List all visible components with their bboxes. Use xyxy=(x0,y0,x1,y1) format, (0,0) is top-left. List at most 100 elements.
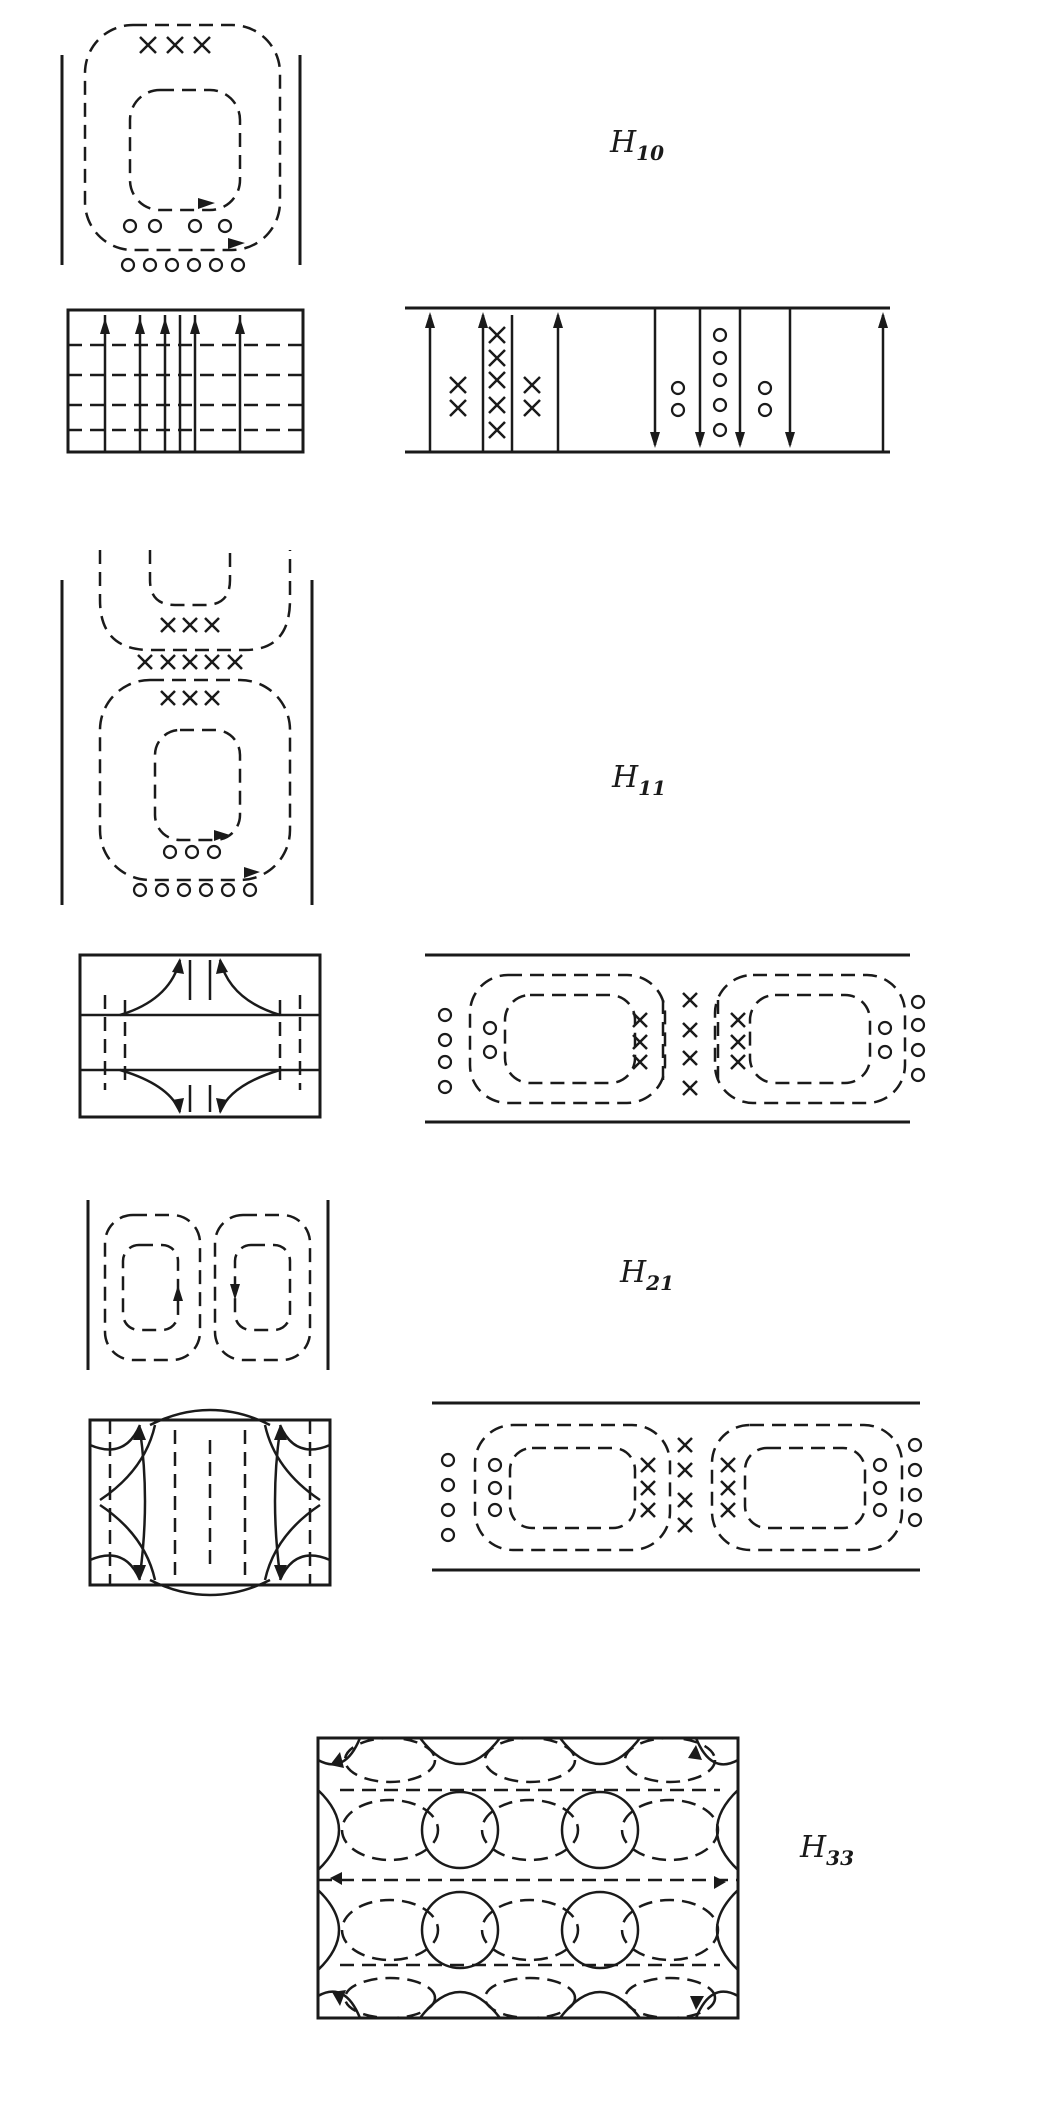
field-into-page-cross xyxy=(160,654,176,670)
field-out-of-page-circle xyxy=(220,882,236,898)
h21-top-cross-3 xyxy=(720,1457,736,1518)
field-out-of-page-circle xyxy=(872,1502,888,1518)
h11-circle-row-outer xyxy=(132,882,258,898)
field-out-of-page-circle xyxy=(712,397,728,413)
field-out-of-page-circle xyxy=(910,1042,926,1058)
field-into-page-cross xyxy=(677,1492,693,1508)
field-out-of-page-circle xyxy=(487,1457,503,1473)
field-into-page-cross xyxy=(182,654,198,670)
field-into-page-cross xyxy=(488,421,506,439)
field-into-page-cross xyxy=(160,690,176,706)
h33-cross-section xyxy=(316,1736,740,2020)
field-out-of-page-circle xyxy=(187,218,203,234)
field-into-page-cross xyxy=(632,1054,648,1070)
field-into-page-cross xyxy=(160,617,176,633)
h11-top-circle-left xyxy=(437,1007,453,1095)
field-into-page-cross xyxy=(677,1437,693,1453)
h10-top-circle-b xyxy=(712,327,728,438)
field-out-of-page-circle xyxy=(907,1462,923,1478)
field-out-of-page-circle xyxy=(907,1437,923,1453)
h21-top-cross-1 xyxy=(640,1457,656,1518)
h10-top-cross-c xyxy=(523,376,541,417)
field-out-of-page-circle xyxy=(440,1452,456,1468)
field-into-page-cross xyxy=(720,1502,736,1518)
field-out-of-page-circle xyxy=(198,882,214,898)
h10-top-cross-b xyxy=(488,326,506,439)
field-out-of-page-circle xyxy=(437,1032,453,1048)
field-out-of-page-circle xyxy=(440,1502,456,1518)
h10-cross-section xyxy=(66,308,305,454)
field-out-of-page-circle xyxy=(437,1007,453,1023)
field-out-of-page-circle xyxy=(437,1054,453,1070)
h11-circle-row-inner xyxy=(162,844,222,860)
field-out-of-page-circle xyxy=(482,1020,498,1036)
field-out-of-page-circle xyxy=(757,380,773,396)
field-out-of-page-circle xyxy=(176,882,192,898)
field-out-of-page-circle xyxy=(877,1020,893,1036)
field-into-page-cross xyxy=(720,1457,736,1473)
field-out-of-page-circle xyxy=(162,844,178,860)
field-into-page-cross xyxy=(523,399,541,417)
h11-side-view xyxy=(60,550,314,905)
field-into-page-cross xyxy=(632,1034,648,1050)
h10-top-circle-c xyxy=(757,380,773,418)
field-into-page-cross xyxy=(720,1480,736,1496)
h11-cross-row-3 xyxy=(160,690,220,706)
h11-top-circle-left-inner xyxy=(482,1020,498,1060)
field-out-of-page-circle xyxy=(907,1487,923,1503)
h10-cross-row xyxy=(139,36,211,54)
h21-top-circle-left-inner xyxy=(487,1457,503,1518)
field-out-of-page-circle xyxy=(712,350,728,366)
field-out-of-page-circle xyxy=(910,994,926,1010)
field-out-of-page-circle xyxy=(487,1502,503,1518)
field-out-of-page-circle xyxy=(164,257,180,273)
field-out-of-page-circle xyxy=(907,1512,923,1528)
field-into-page-cross xyxy=(204,617,220,633)
h11-top-cross-1 xyxy=(632,1012,648,1070)
field-into-page-cross xyxy=(166,36,184,54)
h21-side-view xyxy=(86,1200,330,1370)
field-out-of-page-circle xyxy=(142,257,158,273)
field-into-page-cross xyxy=(204,690,220,706)
field-into-page-cross xyxy=(488,326,506,344)
field-out-of-page-circle xyxy=(217,218,233,234)
field-out-of-page-circle xyxy=(482,1044,498,1060)
field-out-of-page-circle xyxy=(877,1044,893,1060)
field-into-page-cross xyxy=(640,1502,656,1518)
field-out-of-page-circle xyxy=(910,1017,926,1033)
h11-cross-section xyxy=(78,953,322,1119)
field-out-of-page-circle xyxy=(242,882,258,898)
field-out-of-page-circle xyxy=(186,257,202,273)
field-out-of-page-circle xyxy=(206,844,222,860)
h33-dashed-ovals xyxy=(318,1736,738,2020)
field-out-of-page-circle xyxy=(440,1477,456,1493)
h10-side-view xyxy=(60,23,302,273)
h10-top-view xyxy=(405,306,890,454)
h10-circle-row-outer xyxy=(120,257,246,273)
h11-top-view xyxy=(425,953,926,1124)
h10-side-arrow-outer xyxy=(228,238,245,249)
h10-side-arrow xyxy=(198,198,215,209)
field-into-page-cross xyxy=(193,36,211,54)
field-into-page-cross xyxy=(488,371,506,389)
field-out-of-page-circle xyxy=(208,257,224,273)
field-into-page-cross xyxy=(640,1480,656,1496)
field-out-of-page-circle xyxy=(132,882,148,898)
field-into-page-cross xyxy=(137,654,153,670)
h10-top-circle-a xyxy=(670,380,686,418)
field-out-of-page-circle xyxy=(147,218,163,234)
field-out-of-page-circle xyxy=(670,380,686,396)
field-into-page-cross xyxy=(227,654,243,670)
field-out-of-page-circle xyxy=(712,327,728,343)
field-out-of-page-circle xyxy=(872,1457,888,1473)
field-into-page-cross xyxy=(449,399,467,417)
field-out-of-page-circle xyxy=(184,844,200,860)
h33-arrows xyxy=(330,1745,726,2010)
field-into-page-cross xyxy=(682,1080,698,1096)
field-into-page-cross xyxy=(182,617,198,633)
h33-field-circles xyxy=(317,1737,739,2019)
field-out-of-page-circle xyxy=(487,1480,503,1496)
field-into-page-cross xyxy=(730,1034,746,1050)
h11-top-cross-2 xyxy=(682,992,698,1096)
